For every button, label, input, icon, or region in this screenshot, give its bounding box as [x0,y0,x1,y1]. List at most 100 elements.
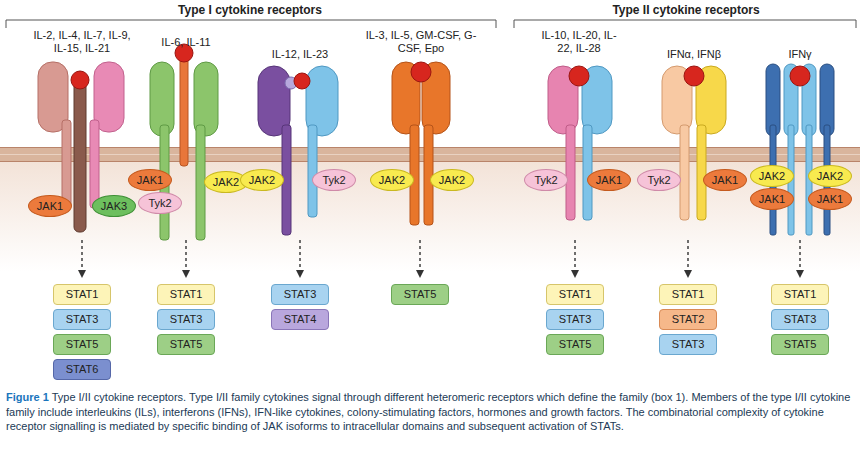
stat-name: STAT6 [66,363,99,375]
stat-name: STAT3 [672,338,705,350]
jak-kinase: Tyk2 [312,169,356,191]
kinase-name: Tyk2 [534,174,557,186]
jak-kinase: Tyk2 [524,169,568,191]
jak-kinase: JAK2 [750,165,794,187]
kinase-name: JAK2 [759,170,785,182]
stat-box: STAT5 [391,284,449,305]
stat-box: STAT5 [771,334,829,355]
jak-kinase: JAK2 [370,169,414,191]
group-heading-text: Type II cytokine receptors [612,3,759,17]
stat-box: STAT3 [271,284,329,305]
ligand-text: IL-2, IL-4, IL-7, IL-9, IL-15, IL-21 [33,29,130,54]
jak-kinase: JAK1 [808,188,852,210]
kinase-name: JAK1 [137,174,163,186]
receptor-chains [258,66,338,235]
stat-box: STAT3 [659,334,717,355]
stat-name: STAT3 [284,288,317,300]
signal-arrow [82,240,800,274]
jak-kinase: JAK2 [240,169,284,191]
stat-box: STAT6 [53,359,111,380]
jak-kinase: JAK1 [587,169,631,191]
kinase-name: JAK2 [213,176,239,188]
ligand-label: IFNγ [765,48,835,61]
jak-kinase: Tyk2 [138,192,182,214]
stat-name: STAT1 [170,288,203,300]
stat-box: STAT1 [771,284,829,305]
receptor-chains [548,66,612,220]
stat-name: STAT1 [66,288,99,300]
stat-box: STAT1 [659,284,717,305]
kinase-name: JAK1 [596,174,622,186]
stat-name: STAT3 [784,313,817,325]
stat-name: STAT1 [784,288,817,300]
stat-box: STAT3 [771,309,829,330]
stat-name: STAT5 [170,338,203,350]
stat-name: STAT3 [170,313,203,325]
caption-text: Type I/II cytokine receptors. Type I/II … [6,391,850,432]
kinase-name: JAK1 [37,200,63,212]
stat-name: STAT1 [672,288,705,300]
ligand-text: IL-3, IL-5, GM-CSF, G-CSF, Epo [366,29,477,54]
ligand-label: IL-6, IL-11 [141,36,231,49]
ligand-text: IFNα, IFNβ [667,48,721,60]
ligand-label: IL-10, IL-20, IL-22, IL-28 [538,29,620,55]
ligand-text: IL-12, IL-23 [272,48,328,60]
group-heading: Type II cytokine receptors [526,4,846,17]
stat-box: STAT1 [157,284,215,305]
stat-box: STAT3 [53,309,111,330]
kinase-name: JAK2 [817,170,843,182]
group-bracket [514,20,856,28]
kinase-name: JAK2 [439,174,465,186]
kinase-name: JAK1 [759,193,785,205]
stat-name: STAT5 [559,338,592,350]
group-bracket [6,20,496,28]
stat-name: STAT3 [66,313,99,325]
figure-caption: Figure 1 Type I/II cytokine receptors. T… [6,390,854,434]
stat-name: STAT3 [559,313,592,325]
kinase-name: Tyk2 [322,174,345,186]
kinase-name: JAK1 [712,174,738,186]
stat-box: STAT2 [659,309,717,330]
kinase-name: JAK2 [379,174,405,186]
group-heading-text: Type I cytokine receptors [178,3,322,17]
kinase-name: JAK2 [249,174,275,186]
stat-box: STAT4 [271,309,329,330]
jak-kinase: Tyk2 [637,169,681,191]
stat-box: STAT5 [53,334,111,355]
stat-name: STAT5 [784,338,817,350]
receptor-chains [662,66,726,220]
jak-kinase: JAK1 [750,188,794,210]
jak-kinase: JAK1 [128,169,172,191]
ligand-label: IL-12, IL-23 [255,48,345,61]
ligand-label: IL-3, IL-5, GM-CSF, G-CSF, Epo [360,29,482,55]
stat-box: STAT3 [546,309,604,330]
stat-box: STAT5 [546,334,604,355]
ligand-label: IL-2, IL-4, IL-7, IL-9, IL-15, IL-21 [32,29,132,55]
kinase-name: JAK1 [817,193,843,205]
jak-kinase: JAK1 [28,195,72,217]
ligand-text: IL-6, IL-11 [161,36,210,48]
stat-name: STAT1 [559,288,592,300]
stat-box: STAT1 [546,284,604,305]
kinase-name: Tyk2 [647,174,670,186]
receptor-chains [392,62,450,225]
ligand-text: IL-10, IL-20, IL-22, IL-28 [541,29,616,54]
stat-box: STAT1 [53,284,111,305]
stat-name: STAT2 [672,313,705,325]
stat-box: STAT5 [157,334,215,355]
ligand-label: IFNα, IFNβ [649,48,739,61]
kinase-name: Tyk2 [148,197,171,209]
jak-kinase: JAK2 [430,169,474,191]
stat-name: STAT4 [284,313,317,325]
stat-box: STAT3 [157,309,215,330]
figure-number: Figure 1 [6,391,49,403]
group-heading: Type I cytokine receptors [90,4,410,17]
jak-kinase: JAK3 [92,195,136,217]
ligand-text: IFNγ [788,48,811,60]
stat-name: STAT5 [404,288,437,300]
jak-kinase: JAK2 [808,165,852,187]
jak-kinase: JAK1 [703,169,747,191]
kinase-name: JAK3 [101,200,127,212]
stat-name: STAT5 [66,338,99,350]
